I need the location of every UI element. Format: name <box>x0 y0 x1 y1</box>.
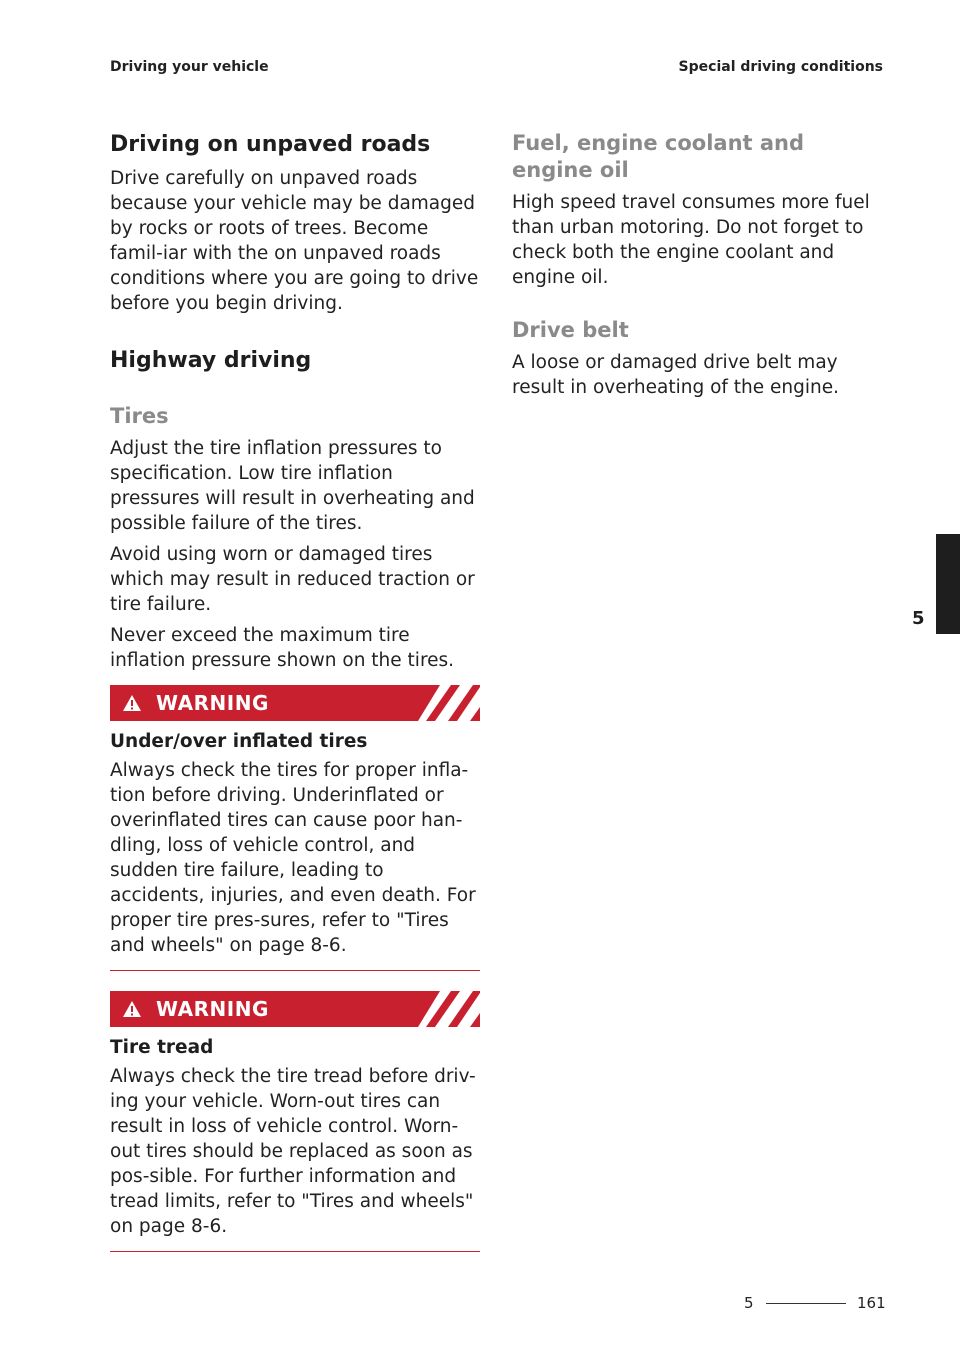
warning-triangle-icon <box>123 1001 141 1017</box>
unpaved-roads-heading: Driving on unpaved roads <box>110 132 431 157</box>
chapter-thumb-tab <box>936 534 960 634</box>
chapter-thumb-number: 5 <box>912 608 925 629</box>
warning-title-2: Tire tread <box>110 1037 214 1058</box>
warning-slashes-decoration <box>418 991 480 1027</box>
warning-label-1: WARNING <box>156 691 269 715</box>
warning-triangle-icon <box>123 695 141 711</box>
unpaved-roads-text: Drive carefully on unpaved roads because… <box>110 168 479 314</box>
left-column: Driving on unpaved roads Drive carefully… <box>110 130 480 1272</box>
footer-page-number: 161 <box>857 1294 886 1312</box>
warning-slashes-decoration <box>418 685 480 721</box>
running-header-left: Driving your vehicle <box>110 59 269 75</box>
tires-paragraph-2: Avoid using worn or damaged tires which … <box>110 544 475 615</box>
footer-divider <box>766 1303 846 1304</box>
warning-text-2: Always check the tire tread before driv-… <box>110 1066 476 1237</box>
footer-chapter-number: 5 <box>744 1294 754 1312</box>
tires-heading: Tires <box>110 404 169 428</box>
warning-banner-1: WARNING <box>110 685 480 721</box>
warning-end-rule-1 <box>110 970 480 971</box>
tires-paragraph-3: Never exceed the maximum tire inflation … <box>110 625 455 671</box>
fuel-coolant-oil-text: High speed travel consumes more fuel tha… <box>512 192 870 288</box>
highway-driving-heading: Highway driving <box>110 348 312 373</box>
running-header-right: Special driving conditions <box>678 59 883 75</box>
tires-paragraph-1: Adjust the tire inflation pressures to s… <box>110 438 475 534</box>
warning-end-rule-2 <box>110 1251 480 1252</box>
warning-title-1: Under/over inflated tires <box>110 731 368 752</box>
drive-belt-heading: Drive belt <box>512 318 629 342</box>
warning-text-1: Always check the tires for proper infla-… <box>110 760 476 956</box>
warning-label-2: WARNING <box>156 997 269 1021</box>
right-column: Fuel, engine coolant and engine oil High… <box>512 130 882 406</box>
warning-banner-2: WARNING <box>110 991 480 1027</box>
fuel-coolant-oil-heading: Fuel, engine coolant and engine oil <box>512 131 805 182</box>
drive-belt-text: A loose or damaged drive belt may result… <box>512 352 840 398</box>
